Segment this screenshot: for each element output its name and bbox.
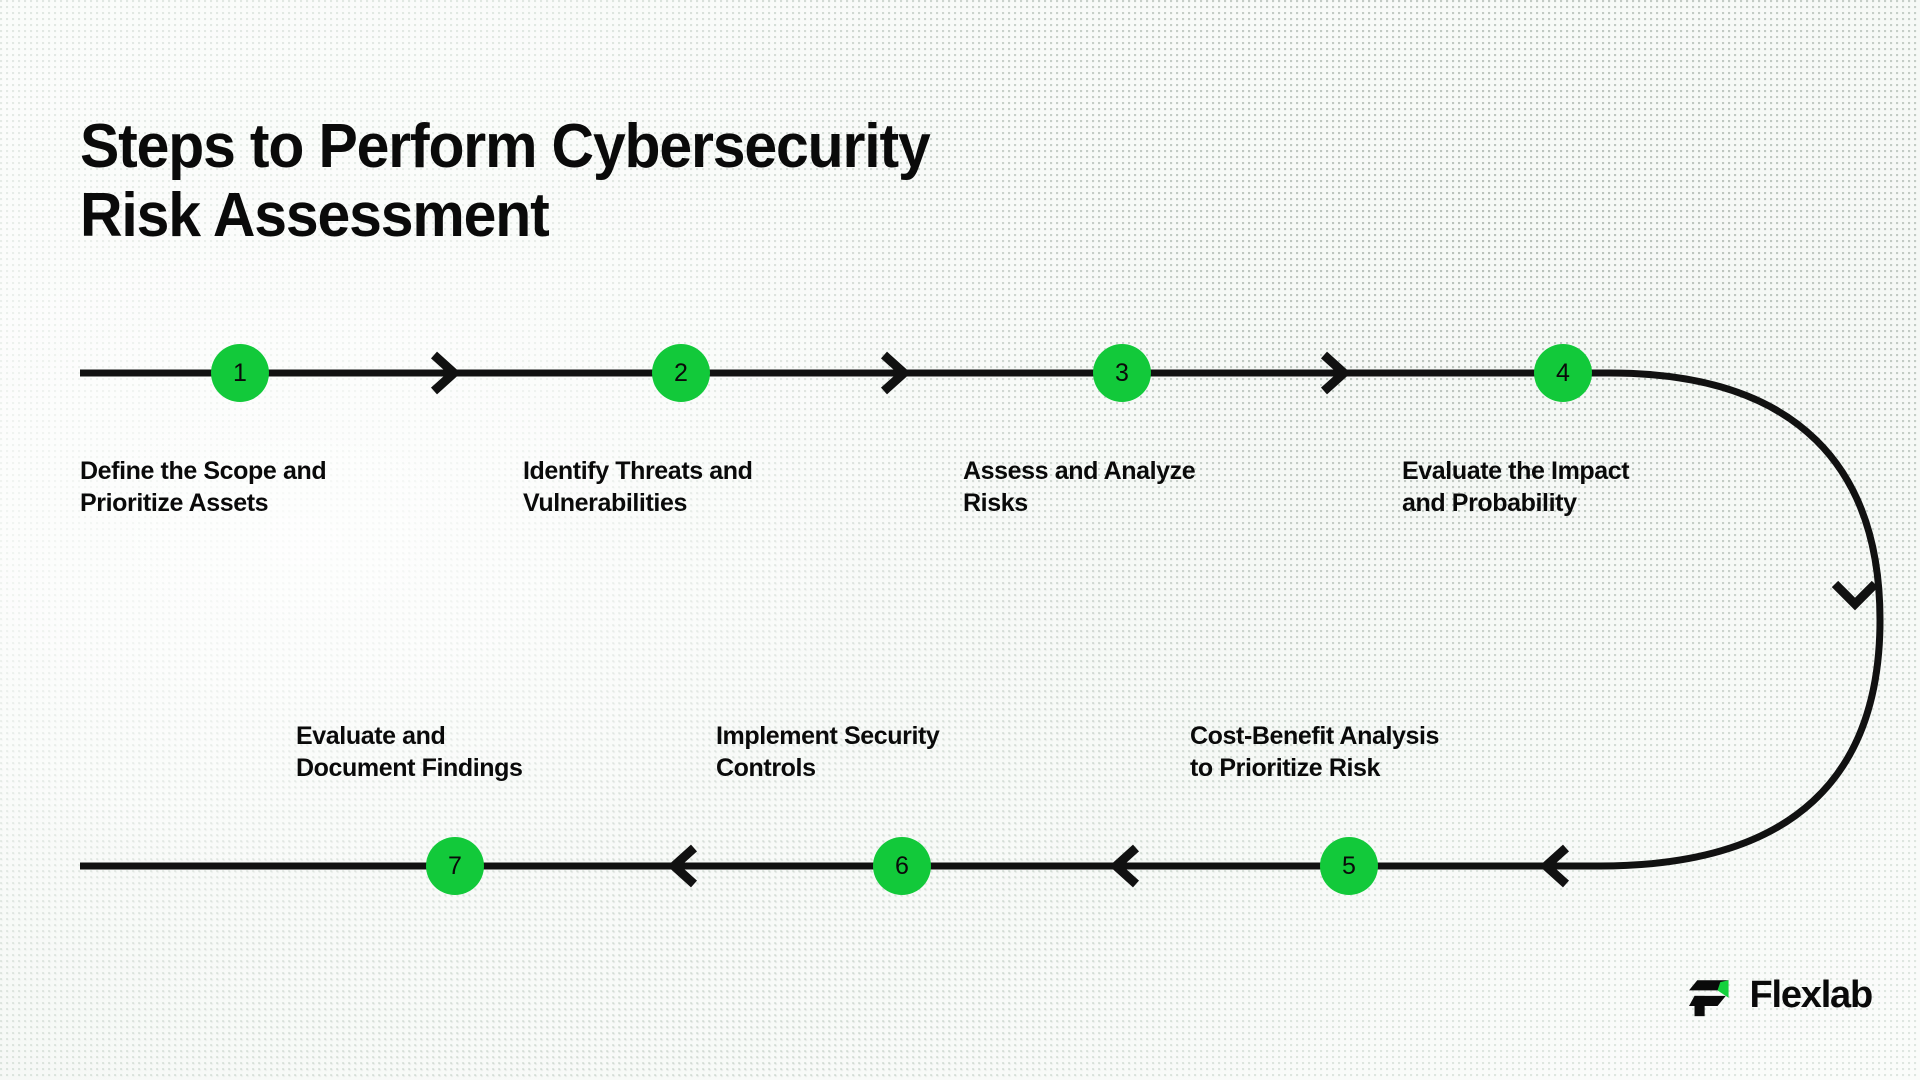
flexlab-mark-icon bbox=[1689, 980, 1730, 1017]
brand-logo[interactable]: Flexlab bbox=[1689, 972, 1873, 1018]
page-title: Steps to Perform Cybersecurity Risk Asse… bbox=[80, 111, 931, 250]
arrow-head-curve-down bbox=[1831, 580, 1879, 611]
step-node-3[interactable]: 3 bbox=[1093, 344, 1151, 402]
flow-curve-uturn bbox=[1599, 369, 1884, 870]
step-caption-2: Identify Threats and Vulnerabilities bbox=[523, 457, 753, 517]
logo-wordmark: Flexlab bbox=[1749, 974, 1873, 1016]
step-node-4[interactable]: 4 bbox=[1534, 344, 1592, 402]
arrow-head-top-1 bbox=[430, 351, 461, 395]
step-caption-3: Assess and Analyze Risks bbox=[963, 457, 1196, 517]
arrow-head-bottom-1 bbox=[1539, 844, 1570, 888]
step-node-6[interactable]: 6 bbox=[873, 837, 931, 895]
step-node-1[interactable]: 1 bbox=[211, 344, 269, 402]
step-caption-4: Evaluate the Impact and Probability bbox=[1402, 457, 1630, 517]
step-number-5: 5 bbox=[1342, 851, 1356, 880]
step-caption-7: Evaluate and Document Findings bbox=[296, 722, 523, 782]
step-node-5[interactable]: 5 bbox=[1320, 837, 1378, 895]
step-node-7[interactable]: 7 bbox=[426, 837, 484, 895]
arrow-head-top-3 bbox=[1320, 351, 1351, 395]
step-number-6: 6 bbox=[895, 851, 909, 880]
step-number-1: 1 bbox=[233, 358, 247, 387]
step-number-7: 7 bbox=[448, 851, 462, 880]
step-caption-6: Implement Security Controls bbox=[716, 722, 940, 782]
arrow-head-bottom-2 bbox=[1109, 844, 1140, 888]
step-caption-5: Cost-Benefit Analysis to Prioritize Risk bbox=[1190, 722, 1440, 782]
arrow-head-top-2 bbox=[880, 351, 911, 395]
step-caption-1: Define the Scope and Prioritize Assets bbox=[80, 457, 327, 517]
step-number-2: 2 bbox=[674, 358, 688, 387]
arrow-head-bottom-3 bbox=[667, 844, 698, 888]
step-node-2[interactable]: 2 bbox=[652, 344, 710, 402]
step-number-3: 3 bbox=[1115, 358, 1129, 387]
step-number-4: 4 bbox=[1556, 358, 1570, 387]
